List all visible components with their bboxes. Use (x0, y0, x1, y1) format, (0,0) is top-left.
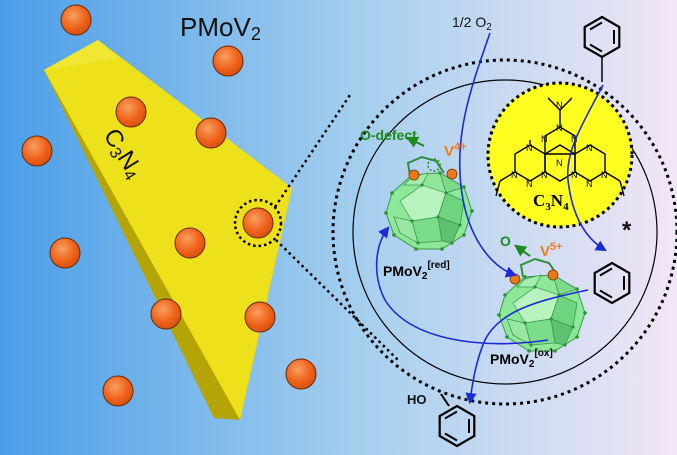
n-atom: N (556, 100, 563, 110)
n-atom: N (556, 123, 563, 133)
pmov2-particles (21, 4, 317, 407)
particle (212, 45, 244, 77)
v5-label: V5+ (540, 241, 563, 260)
pmov2-title: PMoV2 (180, 12, 261, 44)
particle (21, 135, 53, 167)
particle (244, 301, 276, 333)
cycle-arrow (375, 226, 549, 345)
n-atom: N (601, 170, 608, 180)
phenol-arrow (465, 289, 589, 405)
n-atom: N (541, 170, 548, 180)
particle (242, 207, 274, 239)
n-atom: N (586, 143, 593, 153)
o-release-arrow (514, 244, 531, 257)
particle (60, 4, 92, 36)
n-atom: N (526, 179, 533, 189)
pmov2-red-label: PMoV2[red] (383, 260, 450, 282)
particle (115, 96, 147, 128)
o-defect-site (427, 158, 441, 172)
particle (102, 375, 134, 407)
benzene-arrow (566, 84, 607, 252)
pmov2-red-cluster (383, 156, 475, 252)
phenol (438, 393, 476, 448)
star-label: * (622, 217, 632, 244)
particle (285, 358, 317, 390)
o-defect-arrow (405, 136, 425, 148)
ho-label: HO (407, 392, 427, 407)
n-atom: N (526, 143, 533, 153)
c3n4-structure: N N N N N N N N N N N N N C3N4 (486, 81, 634, 229)
n-atom: N (571, 170, 578, 180)
n-atom: N (511, 170, 518, 180)
c3n4-sheet (44, 40, 292, 420)
particle (49, 237, 81, 269)
o2-arrow (458, 32, 518, 278)
n-atom: N (541, 134, 548, 144)
n-atom: N (586, 179, 593, 189)
particle (195, 117, 227, 149)
particle (174, 227, 206, 259)
o-defect-label: O-defect (360, 127, 417, 143)
reaction-arrows (375, 32, 607, 405)
pmov2-ox-label: PMoV2[ox] (490, 348, 553, 370)
zoom-indicator (233, 58, 677, 406)
n-atom: N (556, 158, 563, 168)
v4-label: V4+ (444, 141, 467, 160)
n-atom: N (571, 134, 578, 144)
half-o2-label: 1/2 O2 (452, 14, 492, 33)
o-label: O (500, 233, 511, 249)
particle (150, 298, 182, 330)
c3n4-core-label: C3N4 (533, 191, 569, 213)
